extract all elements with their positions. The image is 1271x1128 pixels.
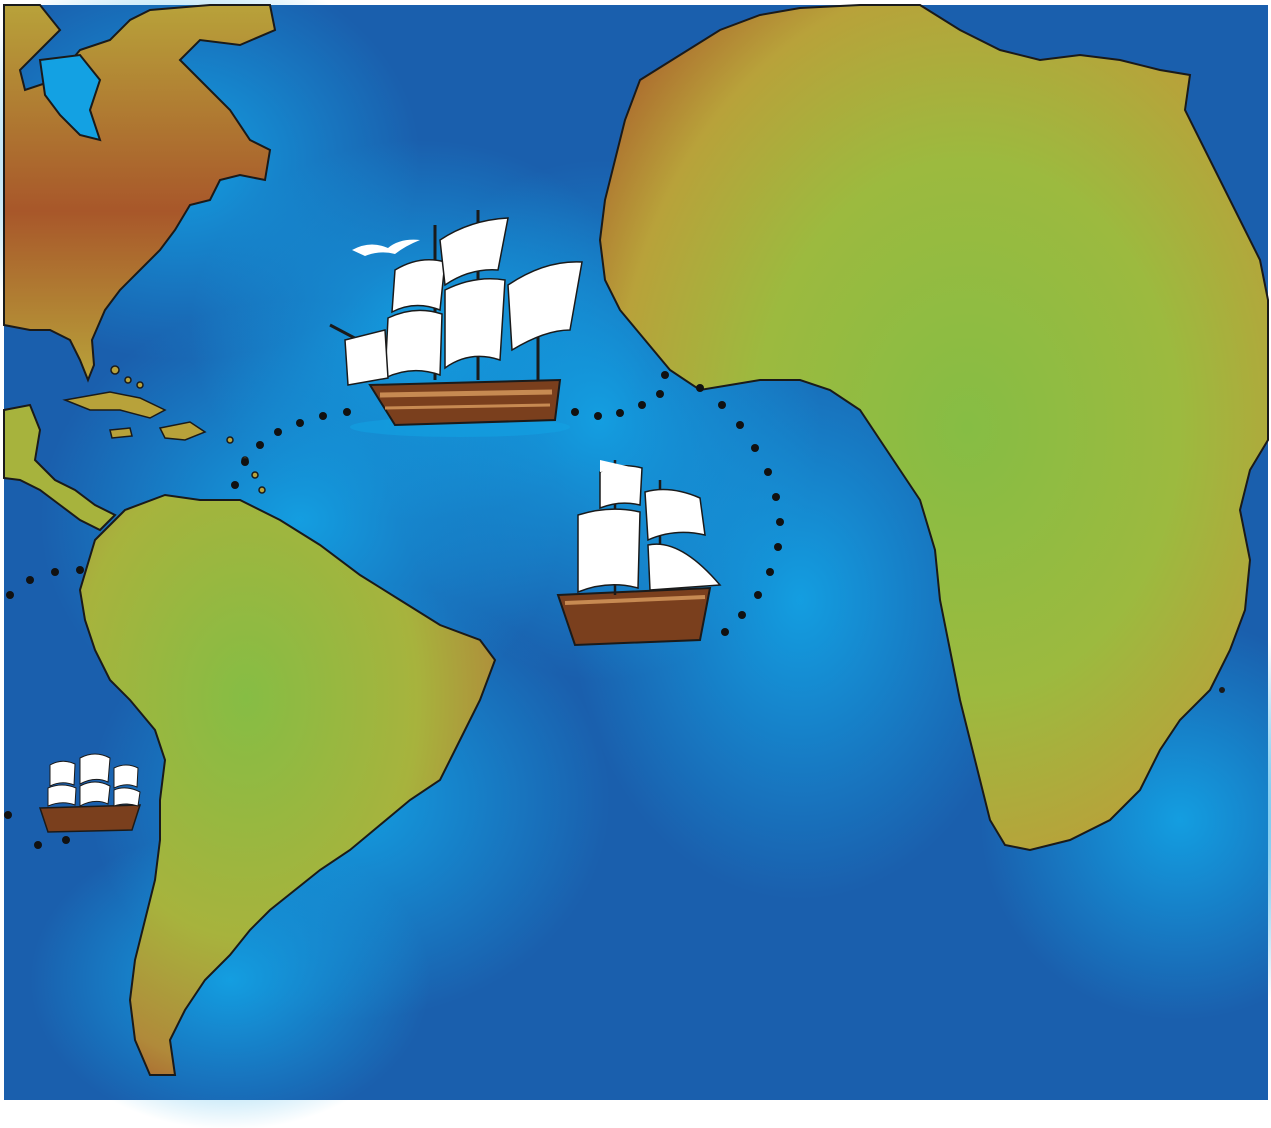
caribbean-islands <box>62 365 266 494</box>
seagull-icon <box>352 239 420 256</box>
south-america <box>78 493 497 1076</box>
ship-sails <box>47 753 141 807</box>
distant-ship <box>38 753 142 833</box>
large-galleon <box>329 210 583 437</box>
africa <box>598 4 1269 852</box>
madagascar-hint <box>1219 687 1225 693</box>
ship-hull <box>38 804 142 833</box>
small-caravel <box>556 460 722 647</box>
ship-sails <box>577 465 722 594</box>
route-dots <box>4 371 784 849</box>
central-america <box>3 403 117 532</box>
hudson-bay <box>38 53 102 142</box>
ship-sails <box>344 217 583 386</box>
ship-hull <box>368 378 562 427</box>
